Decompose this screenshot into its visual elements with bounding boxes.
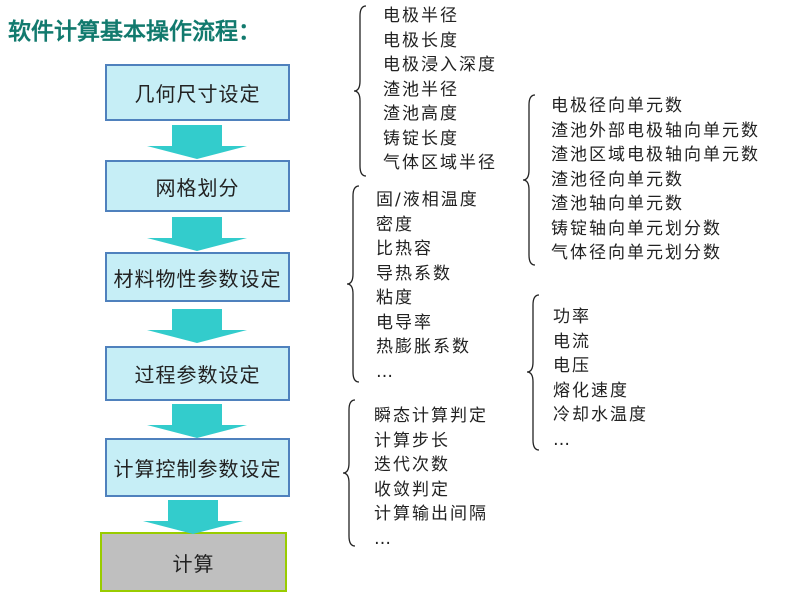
page-title: 软件计算基本操作流程： (8, 18, 261, 44)
list-item: 电压 (553, 356, 591, 376)
list-item: 收敛判定 (374, 479, 450, 500)
brace-icon (526, 294, 540, 451)
down-arrow-icon (147, 217, 247, 251)
down-arrow-icon (147, 309, 247, 343)
list-item: 渣池高度 (383, 104, 459, 124)
down-arrow-icon (147, 404, 247, 438)
brace-icon (522, 94, 536, 266)
list-item: 铸锭轴向单元划分数 (551, 218, 722, 239)
list-item: 电极半径 (383, 6, 459, 26)
brace-icon (346, 185, 360, 383)
list-item: … (376, 361, 395, 382)
list-item: 密度 (376, 214, 414, 235)
list-item: … (374, 528, 393, 549)
list-item: 计算输出间隔 (374, 504, 488, 524)
list-item: 瞬态计算判定 (374, 406, 488, 426)
list-item: 热膨胀系数 (376, 337, 471, 357)
step-geometry: 几何尺寸设定 (105, 64, 290, 121)
list-item: 电流 (553, 331, 591, 352)
list-item: 渣池区域电极轴向单元数 (551, 145, 760, 165)
list-item: 功率 (553, 307, 591, 327)
list-item: 电极径向单元数 (551, 96, 684, 116)
list-item: … (553, 429, 572, 450)
step-mesh: 网格划分 (105, 160, 290, 212)
list-item: 熔化速度 (553, 380, 629, 401)
list-item: 计算步长 (374, 430, 450, 451)
brace-icon (353, 5, 367, 177)
down-arrow-icon (143, 500, 243, 534)
list-item: 电极长度 (383, 30, 459, 51)
list-item: 冷却水温度 (553, 405, 648, 425)
control-params-list: 瞬态计算判定 计算步长 迭代次数 收敛判定 计算输出间隔 … (374, 404, 488, 551)
list-item: 比热容 (376, 239, 433, 259)
list-item: 气体区域半径 (383, 153, 497, 173)
list-item: 气体径向单元划分数 (551, 243, 722, 263)
list-item: 渣池轴向单元数 (551, 194, 684, 214)
list-item: 导热系数 (376, 263, 452, 284)
mesh-params-list: 电极径向单元数 渣池外部电极轴向单元数 渣池区域电极轴向单元数 渣池径向单元数 … (551, 94, 760, 266)
list-item: 电导率 (376, 312, 433, 333)
list-item: 铸锭长度 (383, 128, 459, 149)
list-item: 粘度 (376, 288, 414, 308)
step-control: 计算控制参数设定 (105, 438, 290, 497)
list-item: 迭代次数 (374, 455, 450, 475)
material-params-list: 固/液相温度 密度 比热容 导热系数 粘度 电导率 热膨胀系数 … (376, 188, 479, 384)
down-arrow-icon (147, 125, 247, 159)
process-params-list: 功率 电流 电压 熔化速度 冷却水温度 … (553, 305, 648, 452)
list-item: 渣池半径 (383, 79, 459, 100)
geometry-params-list: 电极半径 电极长度 电极浸入深度 渣池半径 渣池高度 铸锭长度 气体区域半径 (383, 4, 497, 176)
step-calculate: 计算 (100, 532, 287, 592)
list-item: 渣池外部电极轴向单元数 (551, 120, 760, 141)
step-material: 材料物性参数设定 (105, 252, 290, 302)
step-process: 过程参数设定 (105, 346, 290, 401)
list-item: 渣池径向单元数 (551, 169, 684, 190)
list-item: 固/液相温度 (376, 190, 479, 210)
list-item: 电极浸入深度 (383, 55, 497, 75)
brace-icon (342, 399, 356, 547)
